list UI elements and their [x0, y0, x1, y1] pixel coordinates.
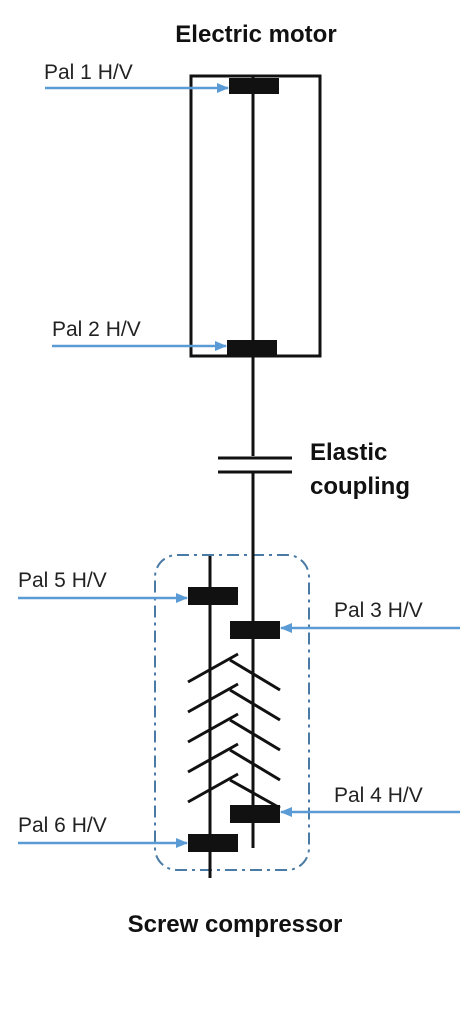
label-pal3: Pal 3 H/V	[334, 599, 423, 622]
label-pal6: Pal 6 H/V	[18, 814, 107, 837]
rotor-lobe	[229, 658, 281, 692]
rotor-lobes	[187, 652, 281, 810]
elastic-coupling-label-line1: Elastic	[310, 439, 387, 466]
bearing-pal3	[230, 621, 280, 639]
rotor-lobe	[187, 652, 239, 684]
rotor-lobe	[229, 688, 281, 722]
rotor-lobe	[187, 742, 239, 774]
electric-motor-title: Electric motor	[175, 21, 336, 48]
bearing-pal4	[230, 805, 280, 823]
rotor-lobe	[229, 718, 281, 752]
screw-compressor-title: Screw compressor	[128, 911, 343, 938]
bearing-pal6	[188, 834, 238, 852]
bearing-pal2	[227, 340, 277, 356]
rotor-lobe	[187, 712, 239, 744]
rotor-lobe	[229, 748, 281, 782]
rotor-lobe	[229, 778, 281, 810]
elastic-coupling-label-line2: coupling	[310, 473, 410, 500]
rotor-lobe	[187, 682, 239, 714]
label-pal4: Pal 4 H/V	[334, 784, 423, 807]
rotor-lobe	[187, 772, 239, 804]
bearing-pal1	[229, 78, 279, 94]
bearing-arrows	[18, 83, 460, 848]
label-pal5: Pal 5 H/V	[18, 569, 107, 592]
screw-compressor-housing	[154, 554, 310, 871]
electric-motor-housing	[189, 74, 322, 358]
label-pal2: Pal 2 H/V	[52, 318, 141, 341]
bearing-pal5	[188, 587, 238, 605]
label-pal1: Pal 1 H/V	[44, 61, 133, 84]
